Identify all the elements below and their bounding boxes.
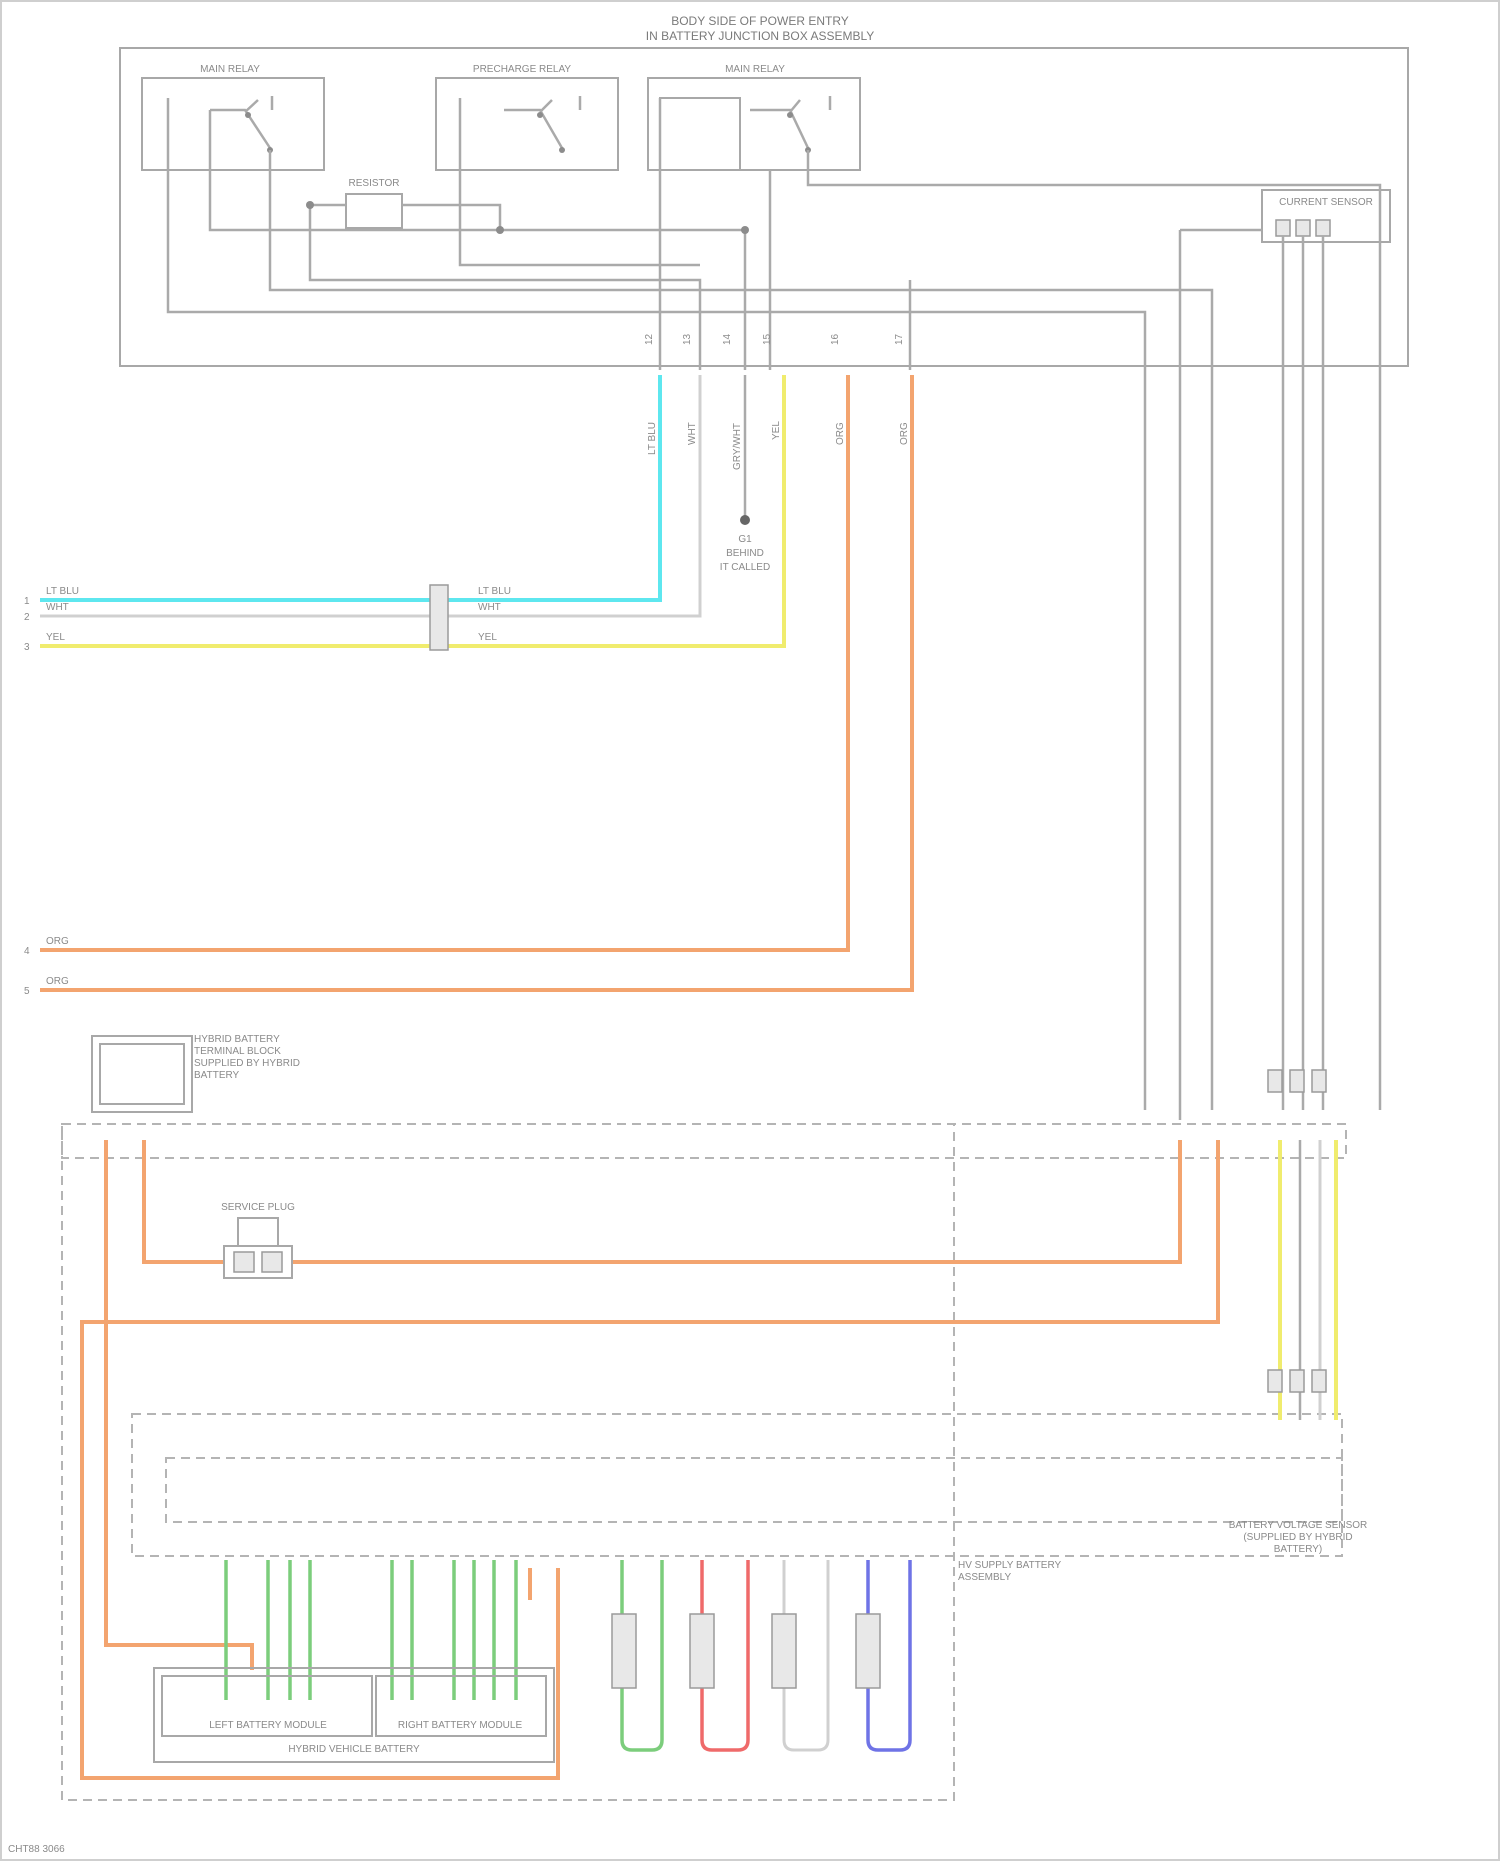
wire-color: LT BLU (478, 586, 511, 597)
relay-label: PRECHARGE RELAY (473, 64, 572, 75)
ref-number: 2 (24, 612, 30, 623)
ref-number: 5 (24, 986, 30, 997)
ref-number: 4 (24, 946, 30, 957)
module-right-label: RIGHT BATTERY MODULE (398, 1720, 523, 1731)
pin-label: 13 (682, 333, 693, 345)
wire-color: YEL (478, 632, 497, 643)
wire-color: ORG (835, 422, 846, 445)
main-relay-left: MAIN RELAY (142, 64, 324, 170)
wire-color: WHT (687, 422, 698, 445)
terminal-block: HYBRID BATTERY TERMINAL BLOCK SUPPLIED B… (92, 1034, 324, 1112)
pin-label: 14 (722, 333, 733, 345)
cooling-label: HV SUPPLY BATTERY ASSEMBLY (958, 1560, 1108, 1584)
wire-color: GRY/WHT (732, 423, 743, 470)
wire-color: YEL (46, 632, 65, 643)
pin-label: 12 (644, 333, 655, 345)
terminal-block-label: HYBRID BATTERY TERMINAL BLOCK SUPPLIED B… (194, 1034, 324, 1082)
voltage-sensor-label: BATTERY VOLTAGE SENSOR (SUPPLIED BY HYBR… (1218, 1520, 1378, 1556)
resistor-label: RESISTOR (349, 178, 400, 189)
module-wires (226, 1560, 910, 1750)
upper-wire-labels: LT BLU WHT GRY/WHT YEL ORG ORG (647, 421, 910, 470)
connector-j1: 12 13 14 15 16 17 (644, 333, 905, 345)
battery-label: HYBRID VEHICLE BATTERY (288, 1744, 420, 1755)
pin-label: 17 (894, 333, 905, 345)
pin-label: 15 (762, 333, 773, 345)
battery-assembly-boundary (62, 1124, 1346, 1158)
resistor: RESISTOR (346, 178, 402, 228)
relay-label: MAIN RELAY (725, 64, 785, 75)
left-refs: 1 2 3 4 5 (24, 596, 30, 997)
precharge-relay: PRECHARGE RELAY (436, 64, 618, 170)
service-plug-label: SERVICE PLUG (221, 1202, 295, 1213)
wire-color: ORG (46, 976, 69, 987)
service-plug: SERVICE PLUG (221, 1202, 295, 1278)
module-left-label: LEFT BATTERY MODULE (209, 1720, 327, 1731)
current-sensor: CURRENT SENSOR (1262, 190, 1390, 242)
wire-color: WHT (478, 602, 501, 613)
pin-label: 16 (830, 333, 841, 345)
main-relay-right: MAIN RELAY (648, 64, 860, 170)
wire-color: LT BLU (46, 586, 79, 597)
wire-color: LT BLU (647, 422, 658, 455)
ref-number: 3 (24, 642, 30, 653)
wire-color: ORG (899, 422, 910, 445)
relay-label: MAIN RELAY (200, 64, 260, 75)
ground-label: G1 (738, 534, 752, 545)
wire-color: YEL (771, 421, 782, 440)
ground-label: IT CALLED (720, 562, 770, 573)
wire-color: ORG (46, 936, 69, 947)
ref-number: 1 (24, 596, 30, 607)
main-title-line1: BODY SIDE OF POWER ENTRY (671, 14, 849, 28)
ground-label: BEHIND (726, 548, 764, 559)
ground-point: G1 BEHIND IT CALLED (720, 515, 770, 573)
wire-color: WHT (46, 602, 69, 613)
main-title-line2: IN BATTERY JUNCTION BOX ASSEMBLY (646, 29, 875, 43)
footer-code: CHT88 3066 (8, 1844, 65, 1855)
current-sensor-label: CURRENT SENSOR (1279, 197, 1373, 208)
